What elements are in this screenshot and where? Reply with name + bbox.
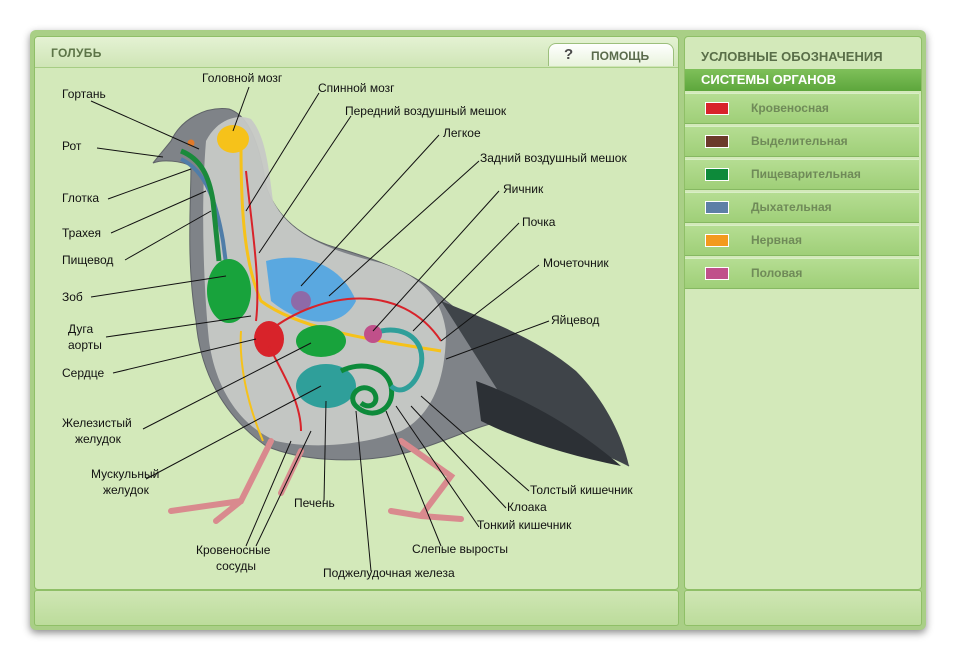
label-rot: Рот bbox=[62, 139, 82, 153]
label-muskulny-line1: Мускульный bbox=[91, 467, 160, 481]
label-kloaka: Клоака bbox=[507, 500, 547, 514]
legend-item-label: Кровеносная bbox=[751, 101, 829, 115]
label-yaichnik: Яичник bbox=[503, 182, 544, 196]
panel-title: ГОЛУБЬ bbox=[51, 46, 102, 60]
label-serdtse: Сердце bbox=[62, 366, 105, 380]
legend-item-polovaya[interactable]: Половая bbox=[685, 258, 919, 289]
label-spinnoy-mozg: Спинной мозг bbox=[318, 81, 395, 95]
label-traheya: Трахея bbox=[62, 226, 102, 240]
diagram-panel: ГОЛУБЬ ? ПОМОЩЬ bbox=[34, 36, 679, 590]
label-golovnoy-mozg: Головной мозг bbox=[202, 71, 283, 85]
label-peredniy-meshok: Передний воздушный мешок bbox=[345, 104, 507, 118]
label-glotka: Глотка bbox=[62, 191, 100, 205]
color-swatch bbox=[705, 234, 729, 247]
label-gortan: Гортань bbox=[62, 87, 106, 101]
label-sosudy-line2: сосуды bbox=[216, 559, 257, 573]
legend-footer bbox=[684, 590, 922, 626]
question-icon: ? bbox=[564, 46, 574, 63]
leader-lines bbox=[90, 86, 550, 572]
legend-item-label: Нервная bbox=[751, 233, 802, 247]
label-muskulny-line2: желудок bbox=[103, 483, 149, 497]
legend-title: УСЛОВНЫЕ ОБОЗНАЧЕНИЯ bbox=[701, 49, 883, 64]
legend-item-nervnaya[interactable]: Нервная bbox=[685, 225, 919, 256]
label-podzheludochnaya: Поджелудочная железа bbox=[323, 566, 455, 580]
label-zadniy-meshok: Задний воздушный мешок bbox=[480, 151, 627, 165]
legend-item-pishchevaritelnaya[interactable]: Пищеварительная bbox=[685, 159, 919, 190]
color-swatch bbox=[705, 267, 729, 280]
label-mochetochnik: Мочеточник bbox=[543, 256, 609, 270]
color-swatch bbox=[705, 102, 729, 115]
help-button[interactable]: ? ПОМОЩЬ bbox=[548, 43, 674, 66]
legend-item-krovenosnaya[interactable]: Кровеносная bbox=[685, 93, 919, 124]
label-zob: Зоб bbox=[62, 290, 83, 304]
label-tolsty: Толстый кишечник bbox=[530, 483, 633, 497]
label-tonkiy: Тонкий кишечник bbox=[477, 518, 572, 532]
legend-panel: УСЛОВНЫЕ ОБОЗНАЧЕНИЯ СИСТЕМЫ ОРГАНОВ Кро… bbox=[684, 36, 922, 590]
label-duga-line1: Дуга bbox=[68, 322, 94, 336]
label-legkoe: Легкое bbox=[443, 126, 481, 140]
legend-item-label: Выделительная bbox=[751, 134, 848, 148]
panel-header: ГОЛУБЬ ? ПОМОЩЬ bbox=[35, 37, 678, 68]
label-zhelezisty-line2: желудок bbox=[75, 432, 121, 446]
color-swatch bbox=[705, 135, 729, 148]
label-sosudy-line1: Кровеносные bbox=[196, 543, 271, 557]
legend-item-label: Дыхательная bbox=[751, 200, 832, 214]
legend-item-dykhatelnaya[interactable]: Дыхательная bbox=[685, 192, 919, 223]
legend-item-label: Половая bbox=[751, 266, 803, 280]
pigeon-anatomy-diagram bbox=[90, 86, 630, 572]
legend-item-label: Пищеварительная bbox=[751, 167, 861, 181]
color-swatch bbox=[705, 201, 729, 214]
pigeon-illustration bbox=[152, 108, 630, 524]
label-yaytsevod: Яйцевод bbox=[551, 313, 600, 327]
color-swatch bbox=[705, 168, 729, 181]
organ-systems-label: СИСТЕМЫ ОРГАНОВ bbox=[701, 72, 837, 87]
legend-item-vydelitelnaya[interactable]: Выделительная bbox=[685, 126, 919, 157]
organ-systems-header: СИСТЕМЫ ОРГАНОВ bbox=[685, 69, 921, 91]
help-label: ПОМОЩЬ bbox=[591, 49, 650, 63]
label-duga-line2: аорты bbox=[68, 338, 102, 352]
diagram-footer bbox=[34, 590, 679, 626]
label-zhelezisty-line1: Железистый bbox=[62, 416, 132, 430]
label-pochka: Почка bbox=[522, 215, 556, 229]
label-pishchevod: Пищевод bbox=[62, 253, 114, 267]
label-pechen: Печень bbox=[294, 496, 335, 510]
label-slepye: Слепые выросты bbox=[412, 542, 508, 556]
